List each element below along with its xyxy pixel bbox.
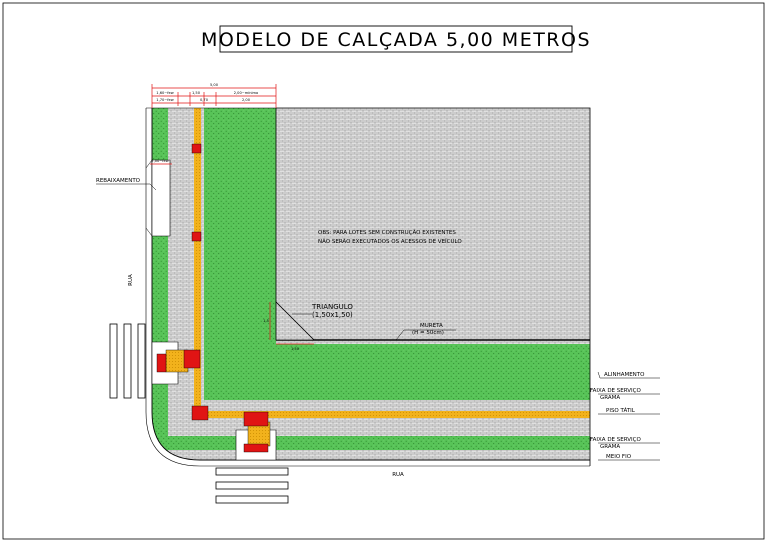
tactile-strip-vertical [194, 108, 201, 418]
curb-outline [151, 108, 590, 461]
label-triangulo: TRIANGULO [311, 303, 353, 311]
visibility-triangle [275, 301, 315, 341]
dim-d: 1,70~few [156, 98, 173, 102]
dim-a: 1,60~few [156, 91, 173, 95]
label-faixa-servico-2: FAIXA DE SERVIÇO [590, 437, 641, 443]
ramp-bottom [235, 421, 277, 461]
label-mureta-dim: (H = 50cm) [412, 330, 444, 336]
dim-rebaix: 2,00~few [151, 159, 168, 163]
dim-c: 2,00~mínimo [234, 91, 259, 95]
dim-e: 0,70 [200, 98, 209, 102]
grass-inner-l [204, 108, 590, 400]
label-alinhamento: ALINHAMENTO [604, 372, 645, 378]
grass-strip-bottom-outer [152, 436, 590, 450]
label-grama-1: GRAMA [600, 395, 620, 401]
rebaixamento-left [145, 159, 171, 237]
legend-labels: ALINHAMENTO FAIXA DE SERVIÇO GRAMA PISO … [590, 371, 660, 461]
tactile-strip-horizontal [194, 411, 590, 418]
dimension-lines [150, 84, 314, 345]
dim-f: 2,00 [242, 98, 251, 102]
marker [243, 443, 269, 453]
crosswalk-bottom [215, 467, 289, 504]
label-rebaixamento: REBAIXAMENTO [96, 178, 141, 184]
label-meio-fio: MEIO FIO [606, 454, 632, 460]
ramp-cut-left [151, 159, 171, 237]
sheet-border [2, 2, 765, 540]
dim-total: 5,00 [210, 83, 219, 87]
ramp-left [151, 341, 189, 385]
dim-tri-h: 1,5 [263, 319, 269, 323]
label-faixa-servico-1: FAIXA DE SERVIÇO [590, 388, 641, 394]
title-box [219, 25, 573, 53]
label-rua-left: RUA [128, 274, 134, 286]
note-line-1: OBS: PARA LOTES SEM CONSTRUÇÃO EXISTENTE… [318, 229, 456, 236]
marker [191, 143, 202, 154]
label-piso-tatil: PISO TÁTIL [606, 407, 636, 414]
label-triangulo-dim: (1,50x1,50) [312, 311, 353, 319]
dim-tri-w: 1,50 [291, 347, 300, 351]
label-grama-2: GRAMA [600, 444, 620, 450]
dim-b: 1,50 [192, 91, 201, 95]
marker [191, 231, 202, 242]
label-rua-bottom: RUA [392, 472, 404, 478]
title-block: MODELO DE CALÇADA 5,00 METROS [201, 25, 591, 53]
meio-fio-line [145, 108, 590, 467]
warning-markers [156, 143, 269, 453]
marker [191, 405, 209, 421]
page-title: MODELO DE CALÇADA 5,00 METROS [201, 29, 591, 51]
marker [183, 349, 201, 369]
marker [243, 411, 269, 427]
marker [156, 353, 167, 373]
crosswalk-left [109, 323, 146, 399]
sidewalk-area [152, 108, 590, 460]
lot-outline [275, 107, 591, 340]
label-mureta: MURETA [420, 323, 443, 329]
note-line-2: NÃO SERÃO EXECUTADOS OS ACESSOS DE VEÍCU… [318, 238, 462, 245]
